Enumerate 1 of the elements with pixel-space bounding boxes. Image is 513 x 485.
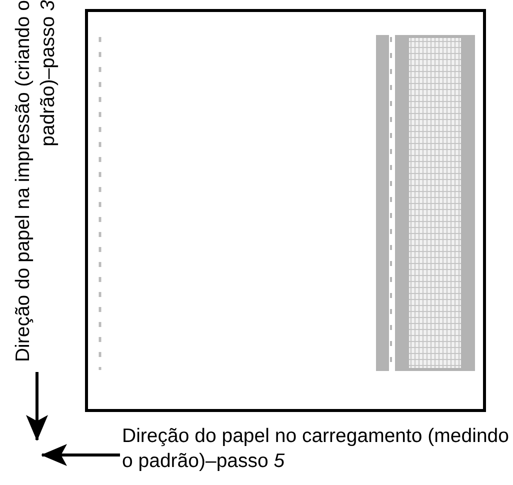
direction-label: Direção do papel no carregamento (medindo o padrão)–passo 5: [122, 424, 510, 474]
